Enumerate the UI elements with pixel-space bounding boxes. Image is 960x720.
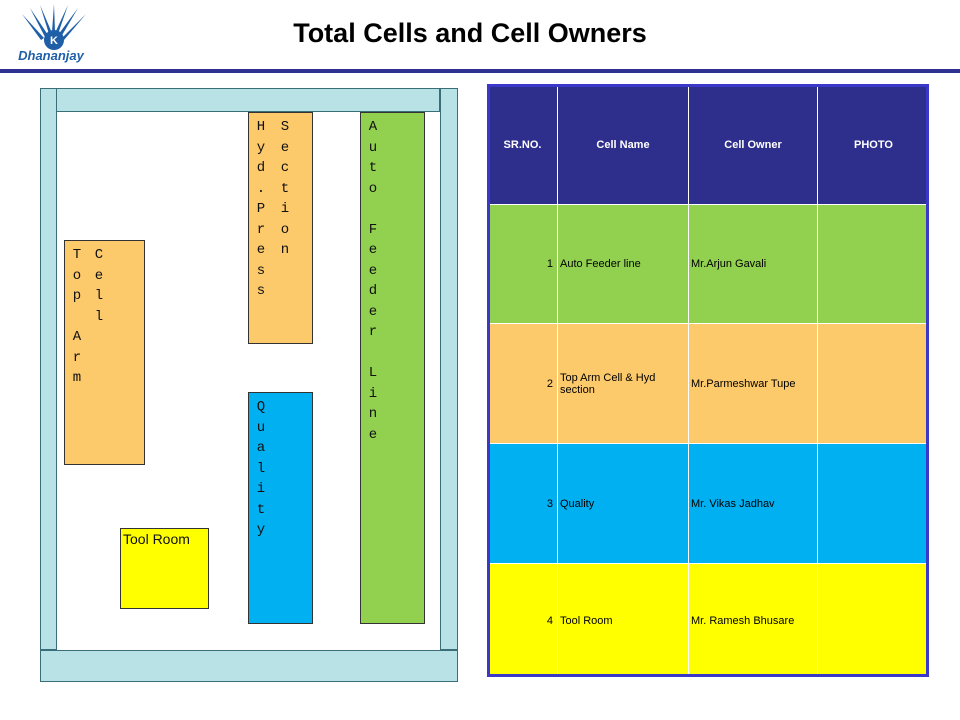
row-cell-owner: Mr. Ramesh Bhusare xyxy=(688,563,818,678)
row-cell-name: Quality xyxy=(557,443,689,564)
table-header-row: SR.NO. Cell Name Cell Owner PHOTO xyxy=(487,84,930,205)
row-cell-owner: Mr.Parmeshwar Tupe xyxy=(688,323,818,444)
wall-top xyxy=(56,88,440,112)
table-row: 3 Quality Mr. Vikas Jadhav xyxy=(487,443,930,564)
svg-text:K: K xyxy=(50,35,58,47)
logo-wordmark: Dhananjay xyxy=(18,48,84,63)
row-sr-no: 4 xyxy=(487,563,558,678)
row-sr-no: 3 xyxy=(487,443,558,564)
title-divider xyxy=(0,69,960,73)
row-photo xyxy=(817,443,930,564)
row-photo xyxy=(817,563,930,678)
header-photo: PHOTO xyxy=(817,84,930,205)
table-row: 1 Auto Feeder line Mr.Arjun Gavali xyxy=(487,204,930,324)
row-cell-owner: Mr. Vikas Jadhav xyxy=(688,443,818,564)
zone-label-tool-room: Tool Room xyxy=(123,531,190,547)
row-cell-name: Top Arm Cell & Hyd section xyxy=(557,323,689,444)
zone-tool-room: Tool Room xyxy=(120,528,209,609)
row-photo xyxy=(817,323,930,444)
table-row: 4 Tool Room Mr. Ramesh Bhusare xyxy=(487,563,930,678)
wall-left xyxy=(40,88,57,650)
row-cell-owner: Mr.Arjun Gavali xyxy=(688,204,818,324)
company-logo: K xyxy=(14,4,94,66)
wall-right xyxy=(440,88,458,650)
row-sr-no: 1 xyxy=(487,204,558,324)
page-title: Total Cells and Cell Owners xyxy=(293,18,647,48)
table-row: 2 Top Arm Cell & Hyd section Mr.Parmeshw… xyxy=(487,323,930,444)
row-photo xyxy=(817,204,930,324)
row-sr-no: 2 xyxy=(487,323,558,444)
cell-owners-table: SR.NO. Cell Name Cell Owner PHOTO 1 Auto… xyxy=(487,84,930,678)
row-cell-name: Tool Room xyxy=(557,563,689,678)
row-cell-name: Auto Feeder line xyxy=(557,204,689,324)
header-sr-no: SR.NO. xyxy=(487,84,558,205)
wall-bottom xyxy=(40,650,458,682)
header-cell-name: Cell Name xyxy=(557,84,689,205)
header-cell-owner: Cell Owner xyxy=(688,84,818,205)
